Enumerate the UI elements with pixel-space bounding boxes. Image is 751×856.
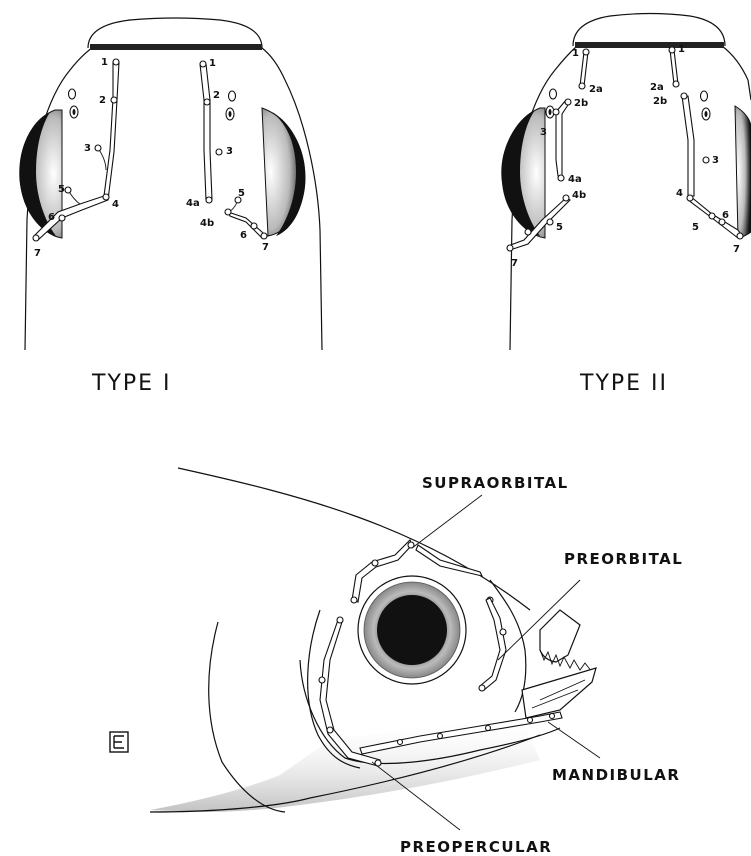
type2-right-pore-label: 7 [733,244,740,255]
type2-snout-lip [573,14,725,47]
type2-left-pore-label: 1 [572,48,579,59]
type1-right-pore-label: 5 [238,188,245,199]
type1-right-pore-label: 4b [200,218,214,229]
lateral-eye [358,576,466,684]
type1-right-canal-lower [228,212,266,238]
type1-right-pore-label: 3 [226,146,233,157]
type2-left-pore-label: 5 [556,222,563,233]
preopercular-label: PREOPERCULAR [400,838,552,856]
type1-left-pore-label: 4 [112,199,119,210]
lateral-snout [490,580,526,712]
type1-snout-lip [88,18,262,48]
supraorbital-canal-tail [416,545,482,576]
type2-dorsal-head: 1 2a 2b 3 4a 4b 6 5 7 1 2a 2b 3 4 6 5 7 … [502,14,751,397]
type2-head-outline [510,46,748,350]
type2-right-canal-middle [682,96,694,196]
type1-left-pore-label: 3 [84,143,91,154]
type2-right-pore-label: 2a [650,82,664,93]
type1-right-pore-label: 6 [240,230,247,241]
type1-right-nostrils [226,91,236,120]
lateral-upper-jaw [540,610,580,662]
mandibular-label: MANDIBULAR [552,766,680,784]
preorbital-label: PREORBITAL [564,550,683,568]
type2-right-pore-label: 3 [712,155,719,166]
type2-right-canal-upper [670,50,678,84]
type2-left-pore-label: 2a [589,84,603,95]
type2-snout-band [575,42,724,48]
type1-left-pore-label: 2 [99,95,106,106]
type1-right-pore-label: 1 [209,58,216,69]
type2-left-pore-label: 4b [572,190,586,201]
type1-right-pore-label: 2 [213,90,220,101]
type1-right-canal [200,64,212,200]
type1-caption: TYPE I [91,371,172,396]
type2-right-pore-label: 4 [676,188,683,199]
type2-right-pore-label: 5 [692,222,699,233]
type1-right-pore-label: 7 [262,242,269,253]
type2-right-pore-label: 6 [722,210,729,221]
type1-snout-band [90,44,262,50]
type2-caption: TYPE II [579,371,668,396]
type2-left-pore-label: 6 [524,220,531,231]
type2-left-pore-label: 7 [511,258,518,269]
preorbital-canal [480,598,506,690]
type2-left-canal-upper [580,52,588,86]
type1-left-pore-label: 7 [34,248,41,259]
type1-right-pore-label: 4a [186,198,200,209]
type2-right-pore-label: 2b [653,96,667,107]
type1-dorsal-head: 1 2 3 5 4 6 7 1 2 3 4a 5 4b 6 7 TYPE I [20,18,322,396]
type1-left-nostrils [69,89,79,118]
type1-left-pore-label: 6 [48,212,55,223]
supraorbital-label: SUPRAORBITAL [422,474,569,492]
type1-left-pore-label: 1 [101,57,108,68]
type2-right-nostrils [701,91,711,120]
eb-monogram-icon [110,732,128,752]
type1-left-pore-label: 5 [58,184,65,195]
type2-right-eye [735,106,751,238]
mandibular-leader [548,722,600,758]
lateral-head-view: SUPRAORBITAL PREORBITAL MANDIBULAR PREOP… [110,468,683,856]
type2-left-pore-label: 2b [574,98,588,109]
type2-left-pore-label: 4a [568,174,582,185]
supraorbital-leader [412,495,482,548]
lateral-lower-jaw [522,668,596,718]
type2-right-pore-label: 1 [678,44,685,55]
type2-left-pore-label: 3 [540,127,547,138]
